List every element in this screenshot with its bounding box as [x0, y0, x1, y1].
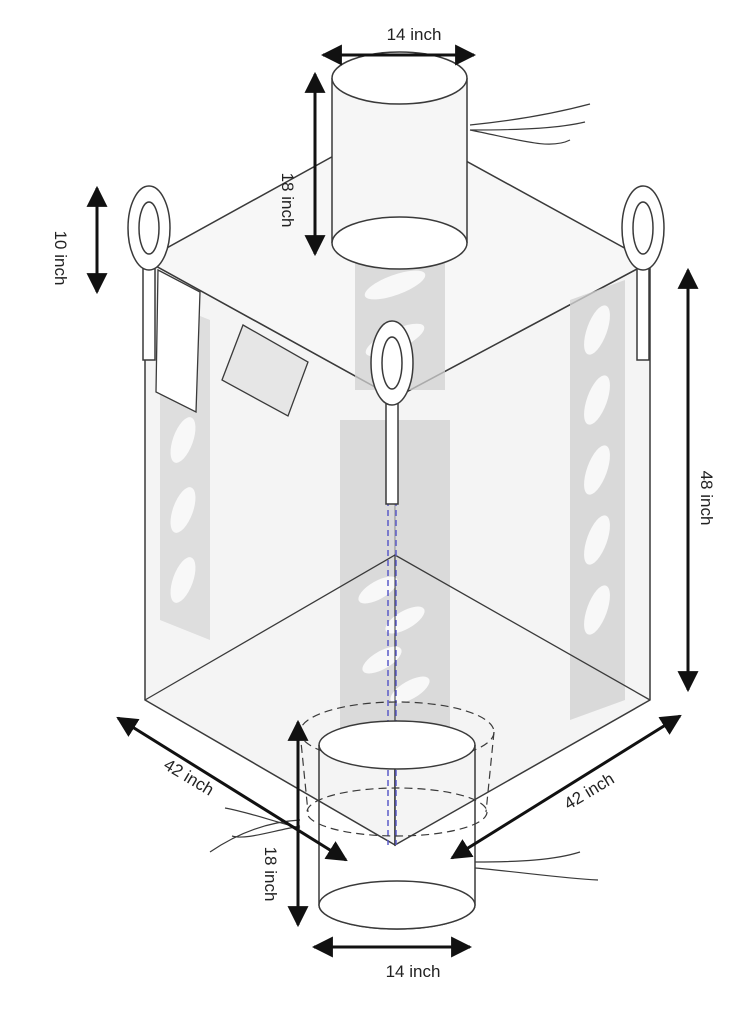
label-top-spout-height: 18 inch — [278, 173, 297, 228]
label-bottom-spout-width: 14 inch — [386, 962, 441, 981]
document-pouch — [155, 268, 201, 414]
lifting-loop-left — [127, 185, 171, 361]
label-base-right-width: 42 inch — [561, 769, 618, 814]
label-body-height: 48 inch — [697, 471, 716, 526]
right-stripe — [570, 280, 625, 720]
label-top-spout-width: 14 inch — [387, 25, 442, 44]
dimension-arrows — [86, 44, 699, 958]
label-tag — [221, 324, 309, 417]
label-bottom-spout-height: 18 inch — [261, 847, 280, 902]
lifting-loop-right — [621, 185, 665, 361]
arrow-base-right — [450, 714, 682, 860]
label-loop-height: 10 inch — [51, 231, 70, 286]
lifting-loop-front — [370, 320, 414, 505]
